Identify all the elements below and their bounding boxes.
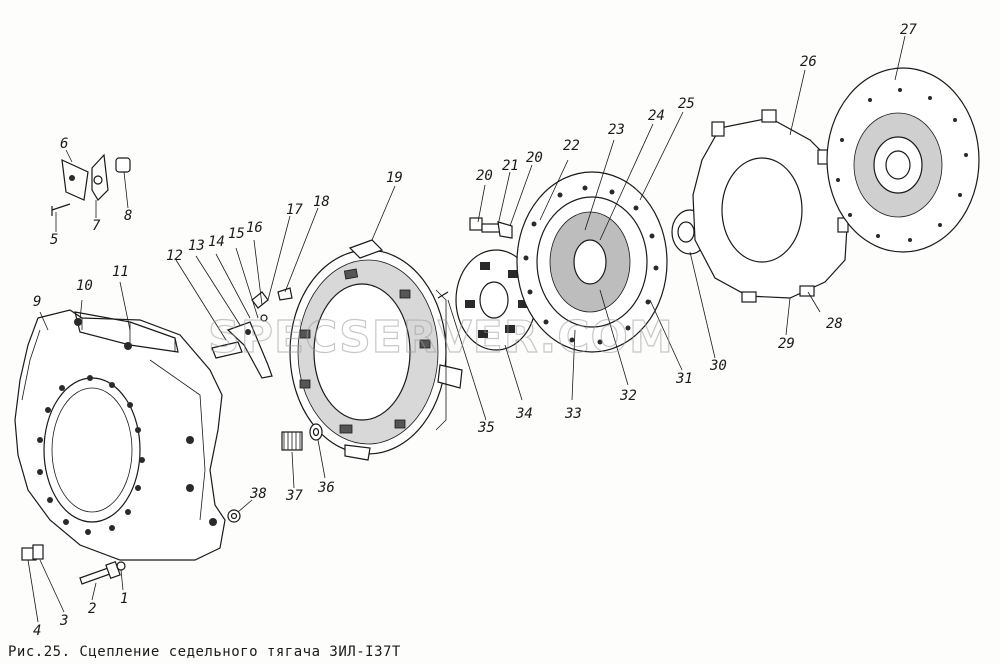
label-6: 6 (60, 136, 68, 152)
label-14: 14 (208, 234, 225, 250)
label-12: 12 (166, 248, 183, 264)
part-number-labels: 1 2 3 4 5 6 7 8 9 10 11 12 13 14 15 16 1… (33, 22, 917, 639)
driven-disc-assembly (516, 171, 668, 353)
label-23: 23 (608, 122, 625, 138)
label-19: 19 (386, 170, 403, 186)
label-5: 5 (50, 232, 58, 248)
label-25: 25 (678, 96, 695, 112)
watermark-text: SPECSERVER.COM (208, 312, 674, 363)
bolt-and-nut-parts (21, 153, 131, 585)
release-lever-parts (211, 287, 293, 379)
clutch-cover (692, 109, 849, 303)
label-13: 13 (188, 238, 205, 254)
clutch-housing (14, 309, 226, 561)
label-8: 8 (124, 208, 132, 224)
label-11: 11 (112, 264, 129, 280)
label-35: 35 (477, 420, 495, 436)
label-29: 29 (778, 336, 795, 352)
label-36: 36 (317, 480, 335, 496)
label-27: 27 (900, 22, 917, 38)
damper-plate (455, 249, 537, 351)
disc-rivet-holes (523, 185, 659, 345)
adjust-spring-parts (469, 217, 513, 239)
label-26: 26 (800, 54, 817, 70)
label-7: 7 (92, 218, 101, 234)
friction-disc-holes (836, 88, 968, 242)
label-34: 34 (515, 406, 533, 422)
label-16: 16 (246, 220, 263, 236)
spring-and-washer-parts (227, 291, 449, 523)
label-22: 22 (563, 138, 580, 154)
label-28: 28 (826, 316, 843, 332)
label-37: 37 (285, 488, 303, 504)
label-38: 38 (249, 486, 267, 502)
label-10: 10 (76, 278, 93, 294)
label-31: 31 (675, 371, 693, 387)
label-17: 17 (286, 202, 303, 218)
label-1: 1 (120, 591, 128, 607)
label-4: 4 (33, 623, 41, 639)
label-9: 9 (33, 294, 41, 310)
label-21: 21 (502, 158, 519, 174)
label-20-upper: 20 (526, 150, 543, 166)
label-3: 3 (59, 613, 68, 629)
label-18: 18 (313, 194, 330, 210)
label-24: 24 (648, 108, 665, 124)
leader-lines (27, 35, 906, 623)
label-30: 30 (709, 358, 727, 374)
label-20-lower: 20 (476, 168, 493, 184)
figure-caption: Рис.25. Сцепление седельного тягача ЗИЛ-… (8, 644, 401, 660)
label-15: 15 (228, 226, 245, 242)
friction-disc (826, 67, 980, 253)
label-33: 33 (564, 406, 582, 422)
label-32: 32 (619, 388, 637, 404)
pressure-plate-assembly (289, 239, 463, 461)
label-2: 2 (88, 601, 96, 617)
